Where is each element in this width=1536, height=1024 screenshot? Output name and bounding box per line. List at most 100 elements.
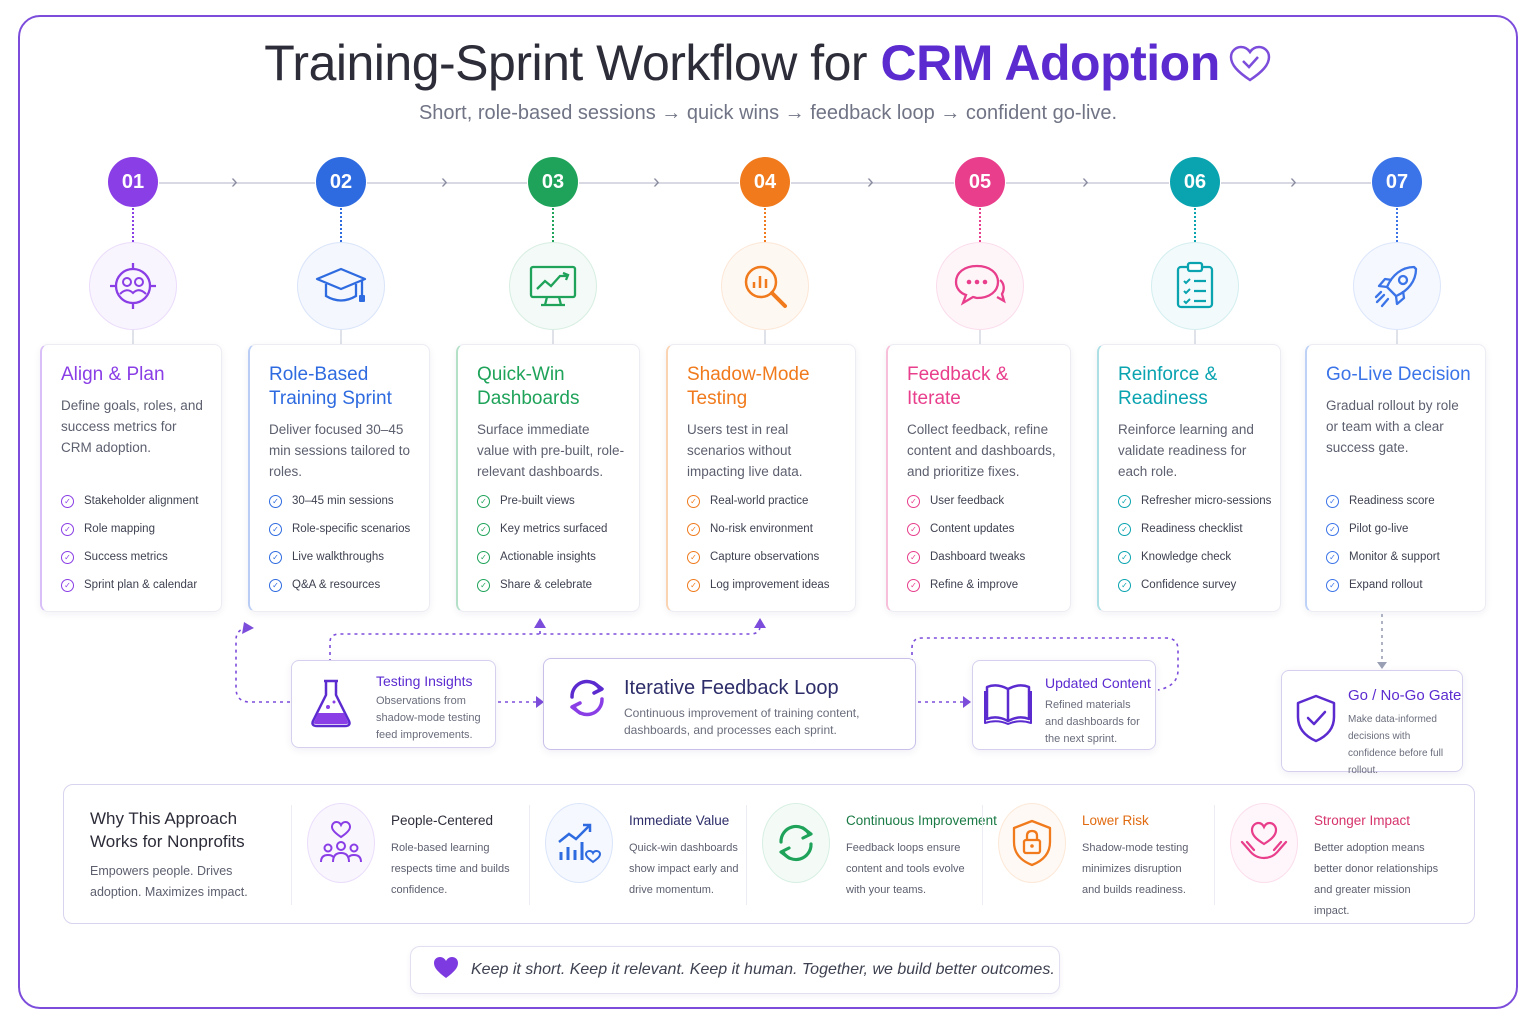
step-icon-circle: [1353, 242, 1441, 330]
heart-icon: [1228, 38, 1272, 96]
benefit-divider: [982, 805, 983, 905]
check-circle-icon: ✓: [477, 494, 490, 508]
benefit-title: Immediate Value: [629, 813, 730, 828]
checklist-item: ✓Live walkthroughs: [269, 543, 410, 571]
timeline-connector: [1221, 182, 1371, 184]
step-number-badge: 03: [528, 157, 578, 207]
checklist-item-label: 30–45 min sessions: [292, 495, 394, 507]
checklist-item-label: Pilot go-live: [1349, 523, 1409, 535]
why-desc: Empowers people. Drives adoption. Maximi…: [90, 864, 248, 899]
step-checklist: ✓ Readiness score✓ Pilot go-live ✓Monitor &…: [1326, 487, 1440, 599]
heart-people-icon: [316, 818, 366, 868]
check-circle-icon: ✓: [687, 522, 700, 536]
step-icon-circle: [509, 242, 597, 330]
check-circle-icon: ✓: [61, 550, 74, 564]
benefit-description: Better adoption means better donor relat…: [1314, 842, 1439, 917]
go-no-go-gate-title: Go / No-Go Gate: [1348, 687, 1462, 704]
step-checklist: ✓Real-world practice✓No-risk environment…: [687, 487, 830, 599]
step-checklist: ✓User feedback✓Content updates✓Dashboard…: [907, 487, 1025, 599]
chevron-right-icon: ›: [441, 171, 448, 193]
step-connector: [552, 330, 554, 344]
updated-content-title: Updated Content: [1045, 675, 1151, 691]
step-icon-circle: [936, 242, 1024, 330]
timeline-connector: [579, 182, 739, 184]
check-circle-icon: ✓: [687, 550, 700, 564]
checklist-item: ✓Monitor & support: [1326, 543, 1440, 571]
checklist-item: ✓Sprint plan & calendar: [61, 571, 198, 599]
step-connector: [132, 208, 134, 242]
benefit-title: Continuous Improvement: [846, 813, 997, 828]
chevron-right-icon: ›: [653, 171, 660, 193]
checklist-item-label: Log improvement ideas: [710, 579, 830, 591]
check-circle-icon: ✓: [1118, 550, 1131, 564]
refresh-cycle-icon: [564, 675, 610, 726]
checklist-icon: [1168, 259, 1222, 313]
step-title: Reinforce & Readiness: [1118, 364, 1218, 409]
timeline-connector: [367, 182, 527, 184]
checklist-item-label: Role-specific scenarios: [292, 523, 411, 535]
benefit-title: People-Centered: [391, 813, 494, 828]
chat-bubbles-icon: [953, 259, 1007, 313]
checklist-item-label: Knowledge check: [1141, 551, 1232, 563]
checklist-item-label: Dashboard tweaks: [930, 551, 1026, 563]
iterative-feedback-loop-box: Iterative Feedback Loop Continuous impro…: [543, 658, 916, 750]
checklist-item: ✓Actionable insights: [477, 543, 607, 571]
page-title: Training-Sprint Workflow for CRM Adoptio…: [0, 34, 1536, 96]
check-circle-icon: ✓: [907, 522, 920, 536]
benefit-title: Lower Risk: [1082, 813, 1149, 828]
checklist-item: ✓Log improvement ideas: [687, 571, 830, 599]
checklist-item: ✓Key metrics surfaced: [477, 515, 607, 543]
shield-check-icon: [1294, 693, 1338, 750]
updated-content-desc: Refined materials and dashboards for the…: [1045, 699, 1140, 745]
monitor-chart-icon: [526, 259, 580, 313]
checklist-item-label: Capture observations: [710, 551, 820, 563]
benefit-description: Feedback loops ensure content and tools …: [846, 842, 965, 896]
timeline-connector: [159, 182, 315, 184]
step-title: Quick-Win Dashboards: [477, 364, 580, 409]
checklist-item: ✓Q&A & resources: [269, 571, 410, 599]
step-number-badge: 04: [740, 157, 790, 207]
chevron-right-icon: ›: [1082, 171, 1089, 193]
checklist-item-label: Pre-built views: [500, 495, 575, 507]
testing-insights-box: Testing Insights Observations from shado…: [291, 660, 496, 748]
benefit-icon-circle: [762, 803, 830, 883]
checklist-item-label: Readiness score: [1349, 495, 1435, 507]
step-connector: [764, 330, 766, 344]
step-title: Shadow-Mode Testing: [687, 364, 810, 409]
checklist-item: ✓Confidence survey: [1118, 571, 1271, 599]
timeline-connector: [1006, 182, 1169, 184]
refresh-cycle-icon: [771, 818, 821, 868]
magnifier-chart-icon: [738, 259, 792, 313]
checklist-item-label: Stakeholder alignment: [84, 495, 199, 507]
check-circle-icon: ✓: [1326, 494, 1339, 508]
checklist-item: ✓ Readiness score: [1326, 487, 1440, 515]
chevron-right-icon: ›: [1290, 171, 1297, 193]
step-connector: [1194, 208, 1196, 242]
check-circle-icon: ✓: [269, 522, 282, 536]
checklist-item-label: User feedback: [930, 495, 1005, 507]
step-description: Gradual rollout by role or team with a c…: [1326, 398, 1459, 455]
step-connector: [979, 208, 981, 242]
check-circle-icon: ✓: [61, 494, 74, 508]
step-title: Role-Based Training Sprint: [269, 364, 392, 409]
checklist-item-label: Q&A & resources: [292, 579, 381, 591]
growth-chart-icon: [554, 818, 604, 868]
iterative-feedback-loop-title: Iterative Feedback Loop: [624, 677, 839, 699]
checklist-item-label: Sprint plan & calendar: [84, 579, 198, 591]
benefit-icon-circle: [998, 803, 1066, 883]
checklist-item: ✓ Role-specific scenarios: [269, 515, 410, 543]
checklist-item-label: No-risk environment: [710, 523, 813, 535]
step-icon-circle: [89, 242, 177, 330]
check-circle-icon: ✓: [61, 522, 74, 536]
checklist-item-label: Key metrics surfaced: [500, 523, 608, 535]
check-circle-icon: ✓: [687, 494, 700, 508]
page-subtitle: Short, role-based sessions → quick wins …: [418, 102, 1118, 124]
checklist-item: ✓Dashboard tweaks: [907, 543, 1025, 571]
benefit-description: Shadow-mode testing minimizes disruption…: [1082, 842, 1189, 896]
checklist-item: ✓Refresher micro-sessions: [1118, 487, 1271, 515]
checklist-item-label: Share & celebrate: [500, 579, 593, 591]
